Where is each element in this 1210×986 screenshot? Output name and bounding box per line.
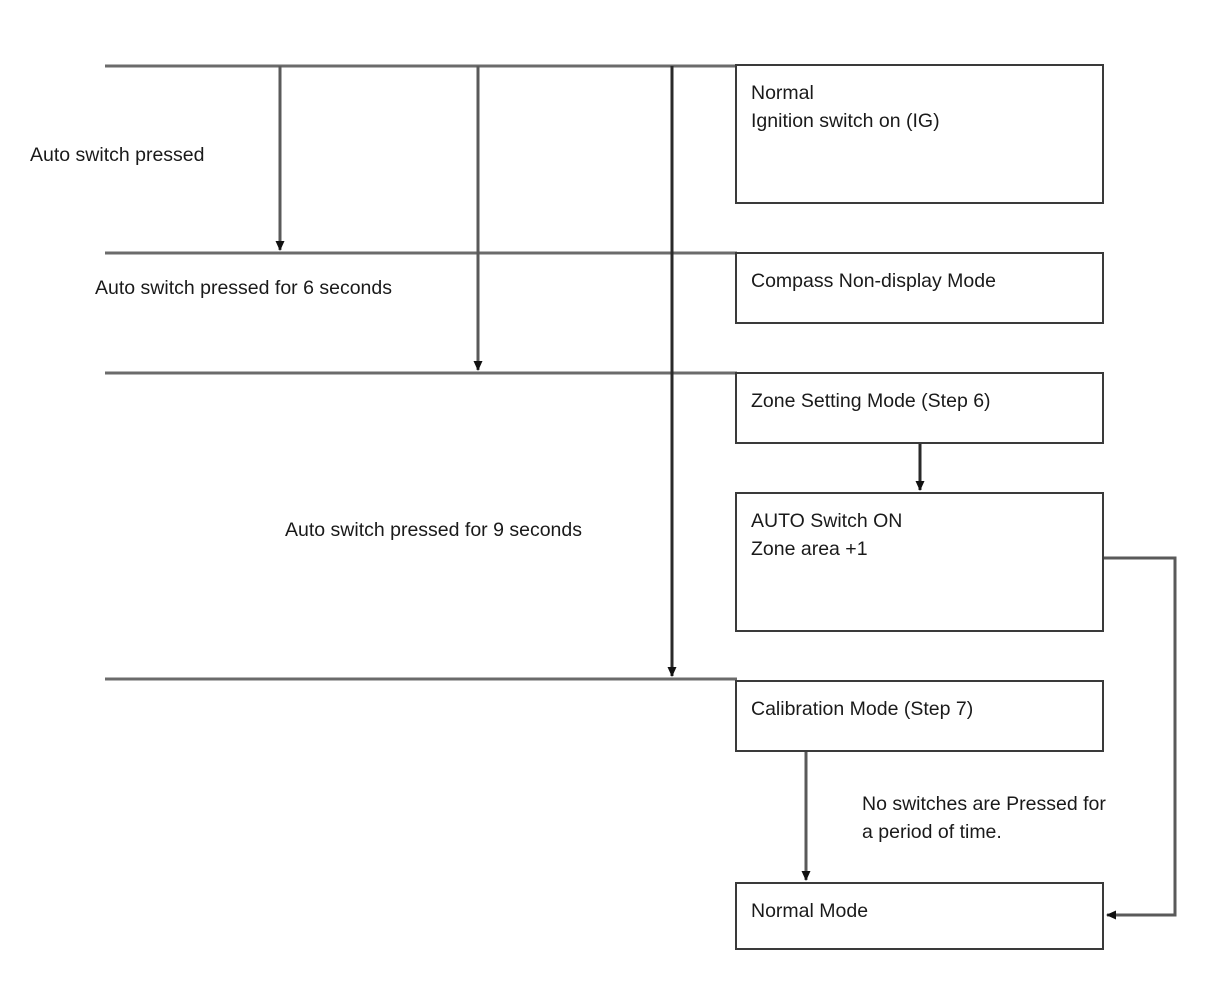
node-auto-switch-on[interactable]: AUTO Switch ON Zone area +1 bbox=[735, 492, 1104, 632]
node-calibration[interactable]: Calibration Mode (Step 7) bbox=[735, 680, 1104, 752]
connector-auto-loopback-to-normal bbox=[1104, 556, 1177, 920]
node-zone-setting[interactable]: Zone Setting Mode (Step 6) bbox=[735, 372, 1104, 444]
node-compass-non-display[interactable]: Compass Non-display Mode bbox=[735, 252, 1104, 324]
edge-label-no-switches-pressed: No switches are Pressed for a period of … bbox=[862, 793, 1106, 843]
node-normal-ignition[interactable]: Normal Ignition switch on (IG) bbox=[735, 64, 1104, 204]
edge-label-auto-switch-pressed-9-seconds: Auto switch pressed for 9 seconds bbox=[285, 519, 582, 541]
node-normal-mode[interactable]: Normal Mode bbox=[735, 882, 1104, 950]
edge-label-auto-switch-pressed-6-seconds: Auto switch pressed for 6 seconds bbox=[95, 277, 392, 299]
edge-label-auto-switch-pressed: Auto switch pressed bbox=[30, 144, 205, 166]
